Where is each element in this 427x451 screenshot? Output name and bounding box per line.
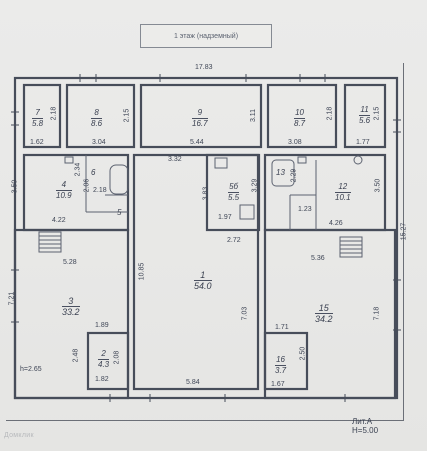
room-8-walls: [65, 83, 136, 149]
dim-r12-d1: 2.29: [290, 168, 298, 183]
dim-r4-d1: 2.34: [74, 162, 82, 177]
stove: [353, 155, 363, 165]
sink: [214, 157, 228, 169]
shower-tray: [271, 159, 295, 187]
room-7-walls: [22, 83, 62, 149]
dim-r15-w: 5.36: [311, 255, 325, 262]
dim-r12-h: 3.50: [374, 178, 382, 193]
dim-r8-w: 3.04: [92, 139, 106, 146]
dim-r11-h: 2.15: [373, 106, 381, 121]
dim-r16-w: 1.67: [271, 381, 285, 388]
ceiling-height-note: h=2.65: [20, 366, 42, 373]
dim-r9-w: 5.44: [190, 139, 204, 146]
boiler: [239, 204, 255, 220]
room-3-walls: [13, 228, 130, 400]
dim-r10-w: 3.08: [288, 139, 302, 146]
dim-r4-d2: 2.06: [83, 178, 91, 193]
dim-r15-h: 7.18: [373, 306, 381, 321]
dim-r8-h: 2.15: [123, 108, 131, 123]
room-1-walls: [132, 153, 260, 391]
stamp-lit: Лит.А: [352, 417, 373, 426]
sink: [297, 156, 307, 164]
stair-right: [339, 236, 363, 258]
dim-r9-h: 3.11: [250, 108, 258, 123]
room-10-walls: [266, 83, 338, 149]
room-13-label: 13: [276, 168, 285, 177]
dim-mid-w: 2.72: [227, 237, 241, 244]
room-6-label: 6: [91, 168, 96, 177]
bathtub: [109, 164, 129, 195]
room-12-walls: [263, 153, 387, 232]
dim-r2-top: 1.89: [95, 322, 109, 329]
dim-r1-top: 3.32: [168, 156, 182, 163]
room-16-walls: [263, 331, 309, 391]
drawing-stamp: Лит.А H=5.00: [352, 417, 378, 435]
floor-title: 1 этаж (надземный): [173, 32, 239, 40]
dim-r3-h: 7.21: [8, 291, 16, 306]
dim-r7-h: 2.18: [50, 106, 58, 121]
dim-r16-h: 2.50: [299, 346, 307, 361]
sheet-frame: [6, 63, 404, 421]
dim-r2-h: 2.48: [72, 348, 80, 363]
dim-r3-w: 5.28: [63, 259, 77, 266]
room-11-walls: [343, 83, 387, 149]
room-5-label: 5: [117, 208, 122, 217]
dim-r1-bottom: 5.84: [186, 379, 200, 386]
floor-title-box: 1 этаж (надземный): [140, 24, 272, 48]
dim-r5b-h2: 3.29: [251, 178, 259, 193]
dim-r2-h2: 2.08: [113, 350, 121, 365]
dim-r1-h: 10.85: [138, 262, 146, 281]
dim-top-total: 17.83: [195, 64, 213, 71]
dim-r4-h: 3.50: [11, 179, 19, 194]
room-15-walls: [263, 228, 397, 400]
sink: [64, 156, 74, 164]
stamp-height: H=5.00: [352, 426, 379, 435]
dim-r7-w: 1.62: [30, 139, 44, 146]
dim-r11-w: 1.77: [356, 139, 370, 146]
dim-r1-h2: 7.03: [241, 306, 249, 321]
room-9-walls: [139, 83, 263, 149]
dim-r4-d3: 2.18: [93, 187, 107, 194]
dim-r12-bottom: 4.26: [329, 220, 343, 227]
watermark-logo: Домклик: [4, 432, 34, 439]
room-2-walls: [86, 331, 130, 391]
dim-r4-bottom: 4.22: [52, 217, 66, 224]
dim-r10-h: 2.18: [326, 106, 334, 121]
dim-r5b-w: 1.97: [218, 214, 232, 221]
dim-r16-top: 1.71: [275, 324, 289, 331]
stair-left: [38, 231, 62, 253]
dim-right-total: 15.27: [400, 222, 408, 241]
dim-r2-w: 1.82: [95, 376, 109, 383]
dim-r12-d2: 1.23: [298, 206, 312, 213]
dim-r5b-h: 3.83: [202, 186, 210, 201]
